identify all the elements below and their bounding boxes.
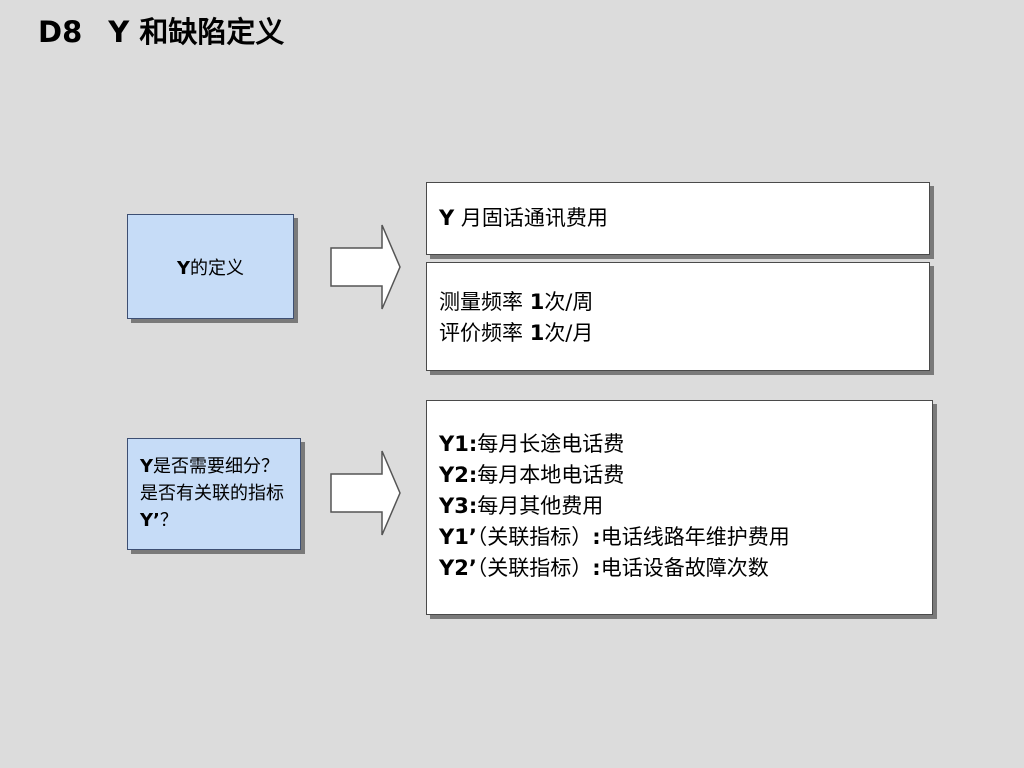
page-title: D8 Y 和缺陷定义 [38,12,284,52]
list-item-text: 每月长途电话费 [477,432,625,456]
list-item-colon: : [592,525,601,549]
measure-frequency-label: 测量频率 [439,290,530,314]
list-item: Y2:每月本地电话费 [439,460,932,491]
list-item-key: Y2: [439,463,478,487]
y-metric-desc: 月固话通讯费用 [454,206,608,230]
evaluate-frequency-value: 1 [529,321,545,345]
measure-frequency-line: 测量频率 1次/周 [439,287,929,318]
frequency-box: 测量频率 1次/周 评价频率 1次/月 [426,262,930,371]
y-breakdown-label-bold1: Y [140,456,154,477]
y-breakdown-label: Y是否需要细分？是否有关联的指标 Y’？ [140,456,284,531]
list-item-text: 每月本地电话费 [477,463,625,487]
list-item-text: 电话线路年维护费用 [600,525,790,549]
list-item-text: 电话设备故障次数 [600,556,769,580]
evaluate-frequency-label: 评价频率 [439,321,530,345]
list-item-key: Y3: [439,494,478,518]
y-breakdown-label-text2: ？ [159,510,178,531]
arrow-right-icon [330,450,401,536]
list-item-key: Y1’ [439,525,477,549]
page-title-text: Y 和缺陷定义 [108,15,285,49]
y-metric-text: Y 月固话通讯费用 [439,203,929,234]
list-item-text: 每月其他费用 [477,494,604,518]
list-item: Y1’（关联指标）:电话线路年维护费用 [439,522,932,553]
list-item: Y2’（关联指标）:电话设备故障次数 [439,553,932,584]
arrow-right-icon [330,224,401,310]
y-breakdown-label-bold2: Y’ [140,510,160,531]
y-definition-label-bold: Y [176,257,191,279]
list-item-key: Y2’ [439,556,477,580]
page-code: D8 [38,15,83,49]
list-item-colon: : [592,556,601,580]
evaluate-frequency-line: 评价频率 1次/月 [439,318,929,349]
list-item-key: Y1: [439,432,478,456]
y-definition-label: Y的定义 [177,254,244,280]
y-metric-bold: Y [439,206,455,230]
measure-frequency-unit: 次/周 [544,290,594,314]
y-definition-label-text: 的定义 [190,257,245,279]
y-breakdown-label-box: Y是否需要细分？是否有关联的指标 Y’？ [127,438,301,550]
measure-frequency-value: 1 [529,290,545,314]
sub-metrics-box: Y1:每月长途电话费 Y2:每月本地电话费 Y3:每月其他费用 Y1’（关联指标… [426,400,933,615]
list-item-note: （关联指标） [476,556,593,580]
y-breakdown-label-text1: 是否需要细分？是否有关联的指标 [140,456,284,504]
list-item: Y1:每月长途电话费 [439,429,932,460]
list-item-note: （关联指标） [476,525,593,549]
list-item: Y3:每月其他费用 [439,491,932,522]
y-definition-label-box: Y的定义 [127,214,294,319]
evaluate-frequency-unit: 次/月 [544,321,594,345]
y-metric-box: Y 月固话通讯费用 [426,182,930,255]
